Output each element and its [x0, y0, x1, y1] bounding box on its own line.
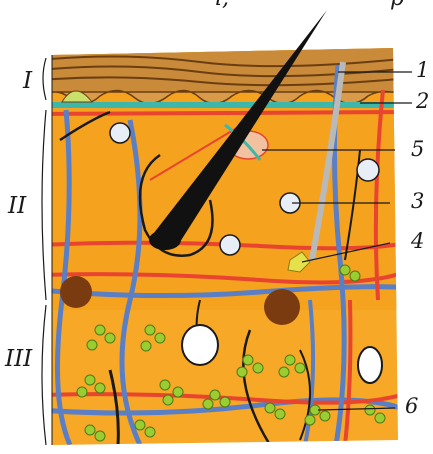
layer-label-II: II	[8, 195, 26, 218]
bracket-layer-I	[43, 58, 46, 100]
layer-label-I: I	[23, 70, 32, 93]
callout-label-4: 4	[411, 231, 424, 252]
tissue-block	[40, 40, 410, 450]
callout-label-1: 1	[416, 60, 429, 81]
callout-label-3: 3	[411, 191, 424, 212]
basement-band	[40, 102, 410, 108]
callout-label-2: 2	[416, 91, 429, 112]
lamellar-corpuscle	[182, 325, 218, 365]
callout-label-6: 6	[405, 396, 418, 417]
top-cutoff-text-left: i,	[215, 0, 229, 10]
callout-label-5: 5	[411, 139, 424, 160]
layer-label-III: III	[5, 348, 32, 371]
top-cutoff-text-right: p	[390, 0, 404, 10]
